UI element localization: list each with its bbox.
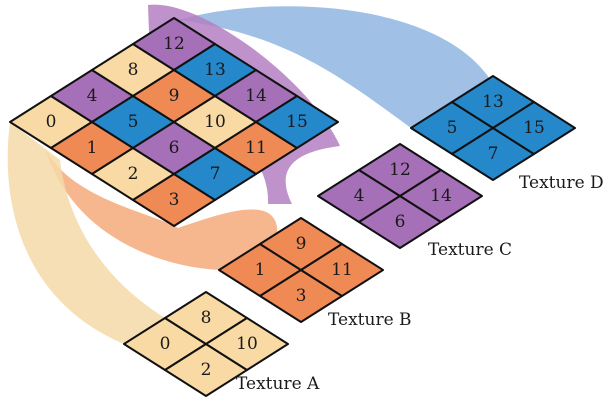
cell-number: 5 <box>447 118 458 138</box>
cell-tile <box>255 95 339 149</box>
cell-number: 9 <box>169 86 180 106</box>
texture-a-cell-10: 10 <box>205 317 289 371</box>
cell-number: 1 <box>87 138 98 158</box>
cell-tile <box>205 317 289 371</box>
cell-number: 14 <box>430 186 452 206</box>
cell-tile <box>300 243 384 297</box>
cell-number: 2 <box>128 164 139 184</box>
cell-number: 15 <box>286 112 308 132</box>
cell-number: 4 <box>87 86 98 106</box>
cell-number: 8 <box>128 60 139 80</box>
cell-number: 0 <box>160 334 171 354</box>
cell-number: 6 <box>395 212 406 232</box>
cell-number: 15 <box>523 118 545 138</box>
texture-b-cell-11: 11 <box>300 243 384 297</box>
band-texture-a <box>7 122 165 344</box>
texture-d-cell-15: 15 <box>492 101 576 155</box>
cell-number: 11 <box>245 138 267 158</box>
cell-number: 11 <box>331 260 353 280</box>
cell-number: 5 <box>128 112 139 132</box>
texture-c-label: Texture C <box>428 240 512 260</box>
cell-number: 14 <box>245 86 267 106</box>
cell-number: 12 <box>163 34 185 54</box>
main-cell-15: 15 <box>255 95 339 149</box>
cell-number: 3 <box>296 286 307 306</box>
cell-number: 12 <box>389 160 411 180</box>
cell-number: 7 <box>210 164 221 184</box>
cell-number: 9 <box>296 234 307 254</box>
cell-number: 0 <box>46 112 57 132</box>
cell-number: 3 <box>169 190 180 210</box>
texture-c-cell-14: 14 <box>399 169 483 223</box>
cell-number: 13 <box>482 92 504 112</box>
cell-number: 2 <box>201 360 212 380</box>
cell-number: 13 <box>204 60 226 80</box>
cell-number: 7 <box>488 144 499 164</box>
cell-number: 4 <box>354 186 365 206</box>
texture-d-label: Texture D <box>519 173 604 193</box>
cell-number: 6 <box>169 138 180 158</box>
cell-tile <box>492 101 576 155</box>
cell-number: 8 <box>201 308 212 328</box>
band-texture-d <box>178 6 492 128</box>
texture-a-label: Texture A <box>236 374 320 394</box>
cell-tile <box>399 169 483 223</box>
cell-number: 10 <box>204 112 226 132</box>
cell-number: 1 <box>255 260 266 280</box>
texture-b-label: Texture B <box>328 310 412 330</box>
cell-number: 10 <box>236 334 258 354</box>
band-texture-b <box>45 148 278 270</box>
